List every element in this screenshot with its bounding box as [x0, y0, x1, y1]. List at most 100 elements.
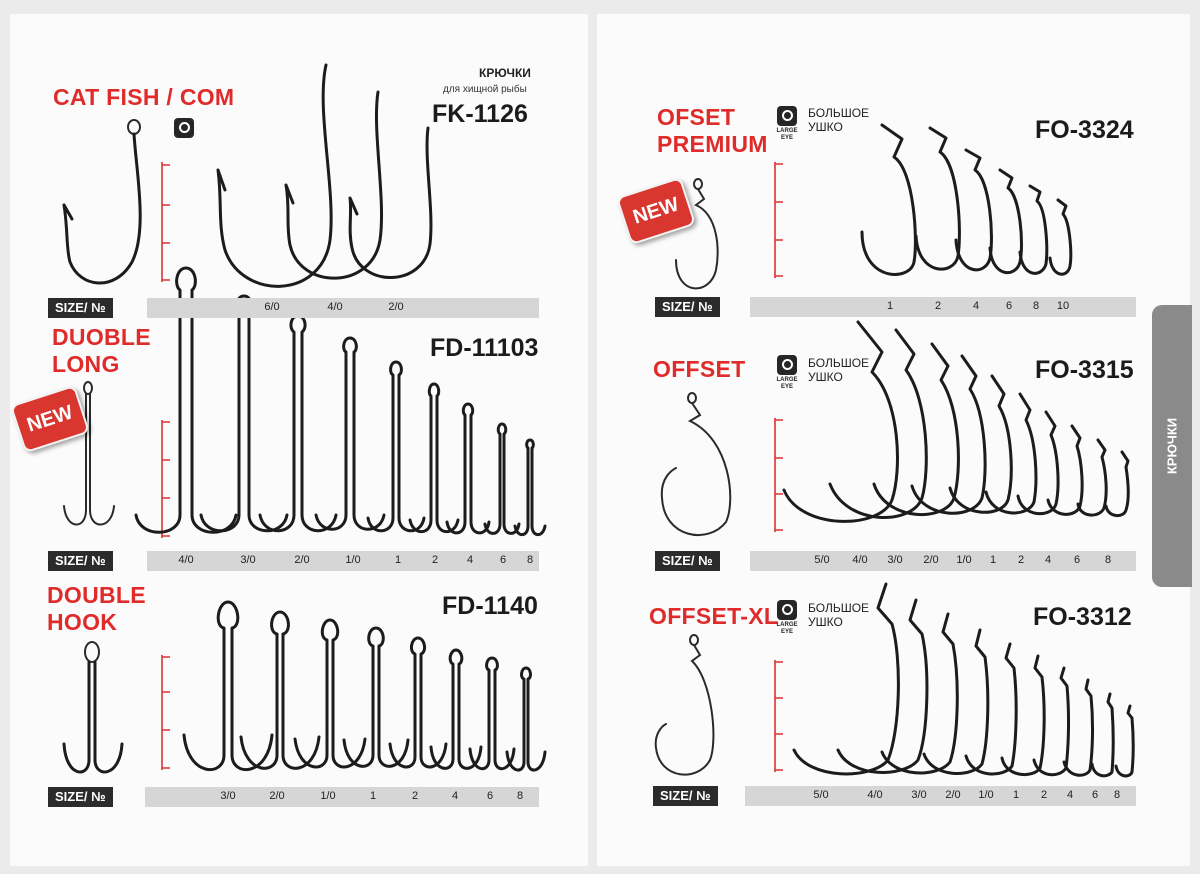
size-tick: 1: [886, 300, 894, 312]
double-long-title-line: DUOBLE: [52, 324, 151, 350]
size-label: SIZE/ №: [655, 297, 720, 317]
ofset-premium-title-line: OFSET: [657, 104, 736, 130]
section-side-tab: КРЮЧКИ: [1152, 305, 1192, 587]
size-tick: 3/0: [240, 554, 256, 566]
eye-note: БОЛЬШОЕ УШКО: [808, 601, 869, 629]
double-long-title: DUOBLE LONG: [52, 324, 151, 378]
catfish-hook-set: [216, 63, 433, 288]
eye-note: БОЛЬШОЕ УШКО: [808, 106, 869, 134]
size-tick: 6: [499, 554, 507, 566]
eye-note: БОЛЬШОЕ УШКО: [808, 356, 869, 384]
size-tick: 6: [1073, 554, 1081, 566]
ofset-premium-title: OFSET PREMIUM: [657, 104, 768, 158]
model-fd-1140: FD-1140: [442, 592, 538, 620]
size-tick: 3/0: [911, 789, 927, 801]
size-tick: 8: [1104, 554, 1112, 566]
size-bar: 6/0 4/0 2/0: [147, 298, 539, 318]
size-tick: 2: [411, 790, 419, 802]
offset-title-text: OFFSET: [653, 356, 746, 382]
eye-note-line: БОЛЬШОЕ: [808, 601, 870, 615]
catfish-subtitle: КРЮЧКИ: [479, 66, 531, 80]
ofset-premium-sample-hook: [675, 178, 719, 290]
size-bar: 1 2 4 6 8 10: [750, 297, 1136, 317]
model-fo-3315: FO-3315: [1035, 356, 1134, 384]
large-eye-label: LARGE EYE: [774, 622, 800, 636]
eye-note-line: УШКО: [808, 370, 843, 384]
eye-note-line: УШКО: [808, 120, 843, 134]
size-tick: 1/0: [956, 554, 972, 566]
offset-xl-sample-hook: [654, 634, 715, 776]
size-tick: 8: [526, 554, 534, 566]
size-tick: 8: [1032, 300, 1040, 312]
size-tick: 2/0: [294, 554, 310, 566]
size-tick: 10: [1056, 300, 1070, 312]
size-tick: 2: [1040, 789, 1048, 801]
double-hook-title: DOUBLE HOOK: [47, 582, 146, 636]
offset-sample-hook: [660, 392, 732, 537]
size-tick: 1: [369, 790, 377, 802]
large-eye-label-line: LARGE: [776, 377, 798, 383]
fo3315-hook-set: [782, 320, 1130, 523]
model-fd-11103: FD-11103: [430, 334, 539, 362]
size-tick: 4/0: [327, 301, 343, 313]
large-eye-label-line: EYE: [780, 384, 793, 390]
double-hook-sample-hook: [62, 641, 124, 774]
size-tick: 1/0: [320, 790, 336, 802]
size-tick: 6: [486, 790, 494, 802]
size-label: SIZE/ №: [655, 551, 720, 571]
size-bar: 4/0 3/0 2/0 1/0 1 2 4 6 8: [147, 551, 539, 571]
size-bar: 5/0 4/0 3/0 2/0 1/0 1 2 4 6 8: [745, 786, 1136, 806]
fo3312-hook-set: [792, 582, 1135, 778]
eye-note-line: БОЛЬШОЕ: [808, 106, 870, 120]
eye-note-line: УШКО: [808, 615, 843, 629]
size-tick: 2/0: [388, 301, 404, 313]
catfish-title: CAT FISH / COM: [53, 84, 234, 111]
size-tick: 1/0: [978, 789, 994, 801]
double-hook-title-line: DOUBLE: [47, 582, 146, 608]
offset-xl-title: OFFSET-XL: [649, 603, 778, 630]
size-tick: 4/0: [178, 554, 194, 566]
size-tick: 3/0: [220, 790, 236, 802]
size-tick: 2/0: [923, 554, 939, 566]
size-tick: 3/0: [887, 554, 903, 566]
size-tick: 2/0: [945, 789, 961, 801]
large-eye-label-line: EYE: [780, 629, 793, 635]
size-label: SIZE/ №: [48, 298, 113, 318]
size-tick: 5/0: [813, 789, 829, 801]
ofset-premium-title-line: PREMIUM: [657, 131, 768, 157]
model-fo-3324: FO-3324: [1035, 116, 1134, 144]
catfish-title-text: CAT FISH / COM: [53, 84, 235, 110]
large-eye-icon: [777, 600, 797, 620]
size-bar: 3/0 2/0 1/0 1 2 4 6 8: [145, 787, 539, 807]
large-eye-icon: [777, 106, 797, 126]
size-tick: 2/0: [269, 790, 285, 802]
size-tick: 4: [1066, 789, 1074, 801]
double-long-title-line: LONG: [52, 351, 120, 377]
large-eye-icon: [777, 355, 797, 375]
size-label: SIZE/ №: [48, 787, 113, 807]
size-tick: 6: [1091, 789, 1099, 801]
large-eye-label: LARGE EYE: [774, 377, 800, 391]
size-tick: 4: [466, 554, 474, 566]
size-tick: 2: [934, 300, 942, 312]
offset-xl-title-text: OFFSET-XL: [649, 603, 779, 629]
size-tick: 2: [431, 554, 439, 566]
eye-note-line: БОЛЬШОЕ: [808, 356, 870, 370]
size-tick: 6: [1005, 300, 1013, 312]
size-tick: 2: [1017, 554, 1025, 566]
ruler-marks: [161, 162, 783, 772]
double-hook-set: [182, 600, 547, 772]
size-tick: 5/0: [814, 554, 830, 566]
side-tab-label: КРЮЧКИ: [1164, 417, 1180, 475]
size-bar: 5/0 4/0 3/0 2/0 1/0 1 2 4 6 8: [750, 551, 1136, 571]
size-tick: 4/0: [867, 789, 883, 801]
size-tick: 1: [1012, 789, 1020, 801]
large-eye-label-line: EYE: [780, 135, 793, 141]
model-fo-3312: FO-3312: [1033, 603, 1132, 631]
fo3324-hook-set: [860, 123, 1073, 276]
left-page: [10, 14, 588, 866]
double-hook-title-line: HOOK: [47, 609, 118, 635]
catfish-sample-hook: [62, 119, 142, 285]
double-long-hook-set: [134, 266, 547, 537]
